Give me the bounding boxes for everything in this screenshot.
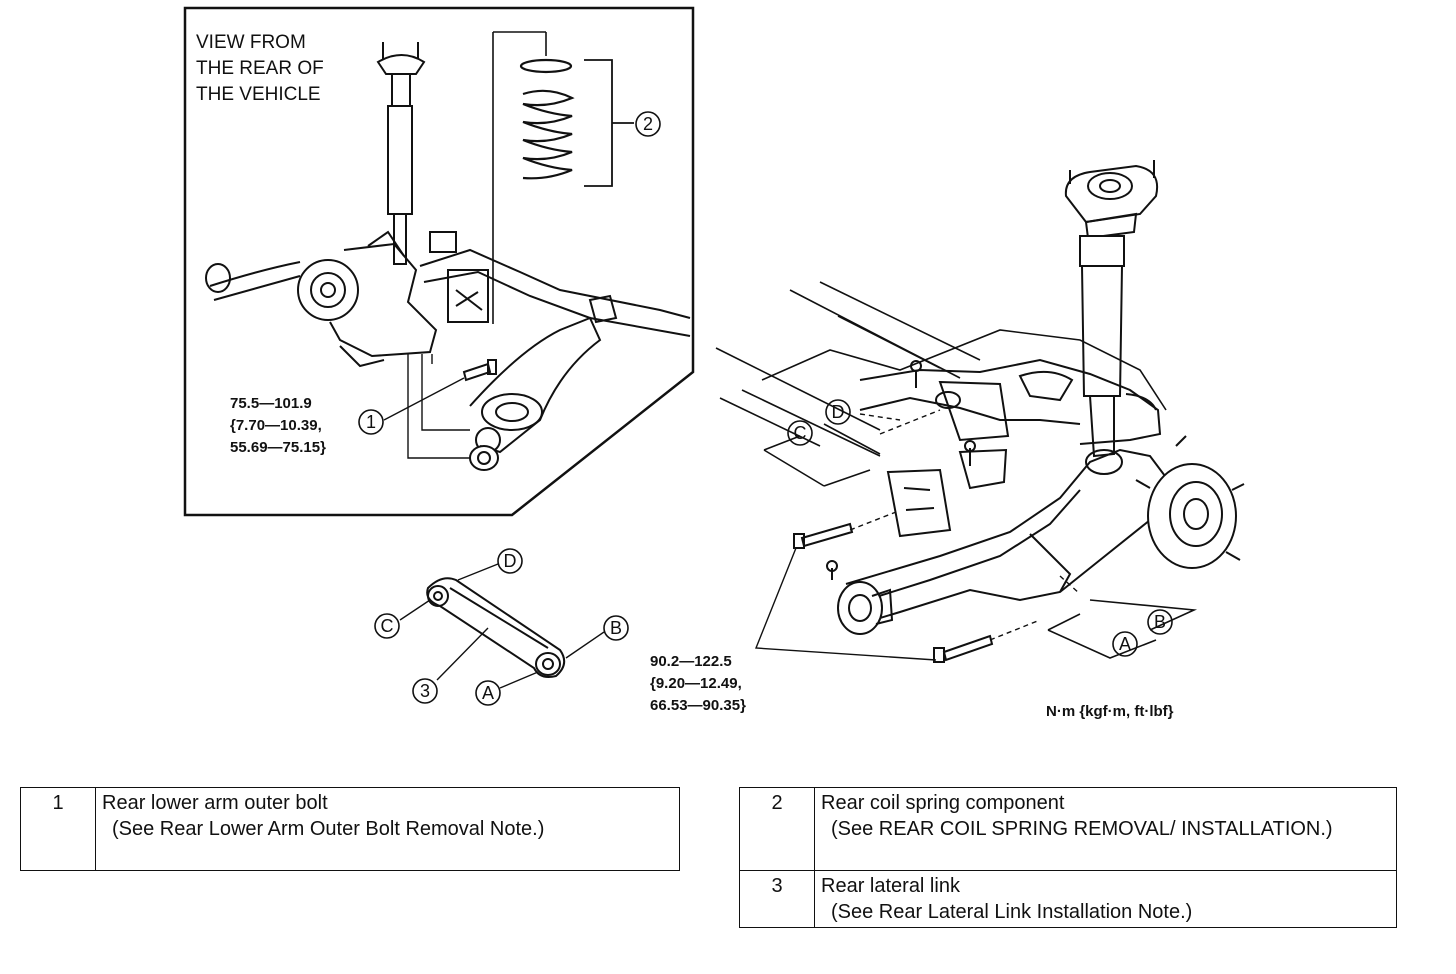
inset-torque-line2: {7.70—10.39, xyxy=(230,417,322,434)
inset-outer-bolt xyxy=(462,359,497,382)
main-upper-bolt xyxy=(793,522,854,549)
inset-view-line3: THE VEHICLE xyxy=(196,84,321,105)
main-shock-absorber xyxy=(1064,160,1158,458)
inset-lower-arm xyxy=(469,316,602,471)
callout-1-circle xyxy=(358,409,384,435)
legend-desc-2: Rear coil spring component (See REAR COI… xyxy=(814,787,1397,871)
main-lower-bolt xyxy=(933,634,994,663)
callout-2-circle xyxy=(635,111,661,137)
legend-title-1: Rear lower arm outer bolt xyxy=(102,792,328,814)
callout-C-link-circle xyxy=(374,613,400,639)
legend-desc-1: Rear lower arm outer bolt (See Rear Lowe… xyxy=(95,787,680,871)
legend-num-3: 3 xyxy=(739,870,815,928)
callout-D-link-circle xyxy=(497,548,523,574)
inset-view-line1: VIEW FROM xyxy=(196,32,306,53)
callout-B-main-label: B xyxy=(1154,612,1166,632)
callout-A-main-circle xyxy=(1112,631,1138,657)
callout-3-circle xyxy=(412,678,438,704)
callout-A-main-label: A xyxy=(1119,634,1131,654)
legend-row-2: 2 Rear coil spring component (See REAR C… xyxy=(739,787,1397,871)
main-torque-line3: 66.53—90.35} xyxy=(650,697,746,714)
callout-B-main-circle xyxy=(1147,609,1173,635)
inset-shock-absorber xyxy=(376,42,426,265)
callout-1-label: 1 xyxy=(366,412,376,432)
callout-D-main-circle xyxy=(825,399,851,425)
legend-num-1: 1 xyxy=(20,787,96,871)
callout-B-link-label: B xyxy=(610,618,622,638)
legend-row-3: 3 Rear lateral link (See Rear Lateral Li… xyxy=(739,870,1397,928)
legend-note-1: (See Rear Lower Arm Outer Bolt Removal N… xyxy=(112,818,545,840)
main-callout-boxes xyxy=(763,423,1198,659)
legend-table-left: 1 Rear lower arm outer bolt (See Rear Lo… xyxy=(20,787,680,871)
inset-frame xyxy=(183,6,695,517)
main-crossmember xyxy=(859,358,1162,538)
callout-A-link-circle xyxy=(475,680,501,706)
legend-title-3: Rear lateral link xyxy=(821,875,960,897)
callout-C-main-circle xyxy=(787,420,813,446)
callout-A-link-label: A xyxy=(482,683,494,703)
main-body-lines xyxy=(715,281,1167,457)
inset-coil-spring xyxy=(519,58,575,180)
inset-guide-lines xyxy=(407,354,470,459)
inset-torque-line1: 75.5—101.9 xyxy=(230,395,312,412)
main-torque-leader xyxy=(754,547,937,661)
unit-label: N·m {kgf·m, ft·lbf} xyxy=(1046,703,1174,720)
legend-title-2: Rear coil spring component xyxy=(821,792,1065,814)
legend-note-2: (See REAR COIL SPRING REMOVAL/ INSTALLAT… xyxy=(831,818,1333,840)
callout-B-link-circle xyxy=(603,615,629,641)
lateral-link xyxy=(426,577,566,678)
main-torque-line1: 90.2—122.5 xyxy=(650,653,732,670)
main-torque-line2: {9.20—12.49, xyxy=(650,675,742,692)
main-wheel-hub xyxy=(1135,435,1245,569)
inset-view-line2: THE REAR OF xyxy=(196,58,324,79)
legend-note-3: (See Rear Lateral Link Installation Note… xyxy=(831,901,1193,923)
legend-table-right: 2 Rear coil spring component (See REAR C… xyxy=(739,787,1397,928)
spring-bracket-2 xyxy=(584,59,634,187)
callout-C-link-label: C xyxy=(381,616,394,636)
inset-torque-line3: 55.69—75.15} xyxy=(230,439,326,456)
inset-knuckle-assembly xyxy=(205,230,691,368)
legend-desc-3: Rear lateral link (See Rear Lateral Link… xyxy=(814,870,1397,928)
main-trailing-arm xyxy=(826,448,1170,635)
callout-3-label: 3 xyxy=(420,681,430,701)
callout-D-link-label: D xyxy=(504,551,517,571)
callout-2-label: 2 xyxy=(643,114,653,134)
main-guide-lines xyxy=(849,409,1081,641)
callout-D-main-label: D xyxy=(832,402,845,422)
callout-C-main-label: C xyxy=(794,423,807,443)
legend-num-2: 2 xyxy=(739,787,815,871)
legend-row-1: 1 Rear lower arm outer bolt (See Rear Lo… xyxy=(20,787,680,871)
